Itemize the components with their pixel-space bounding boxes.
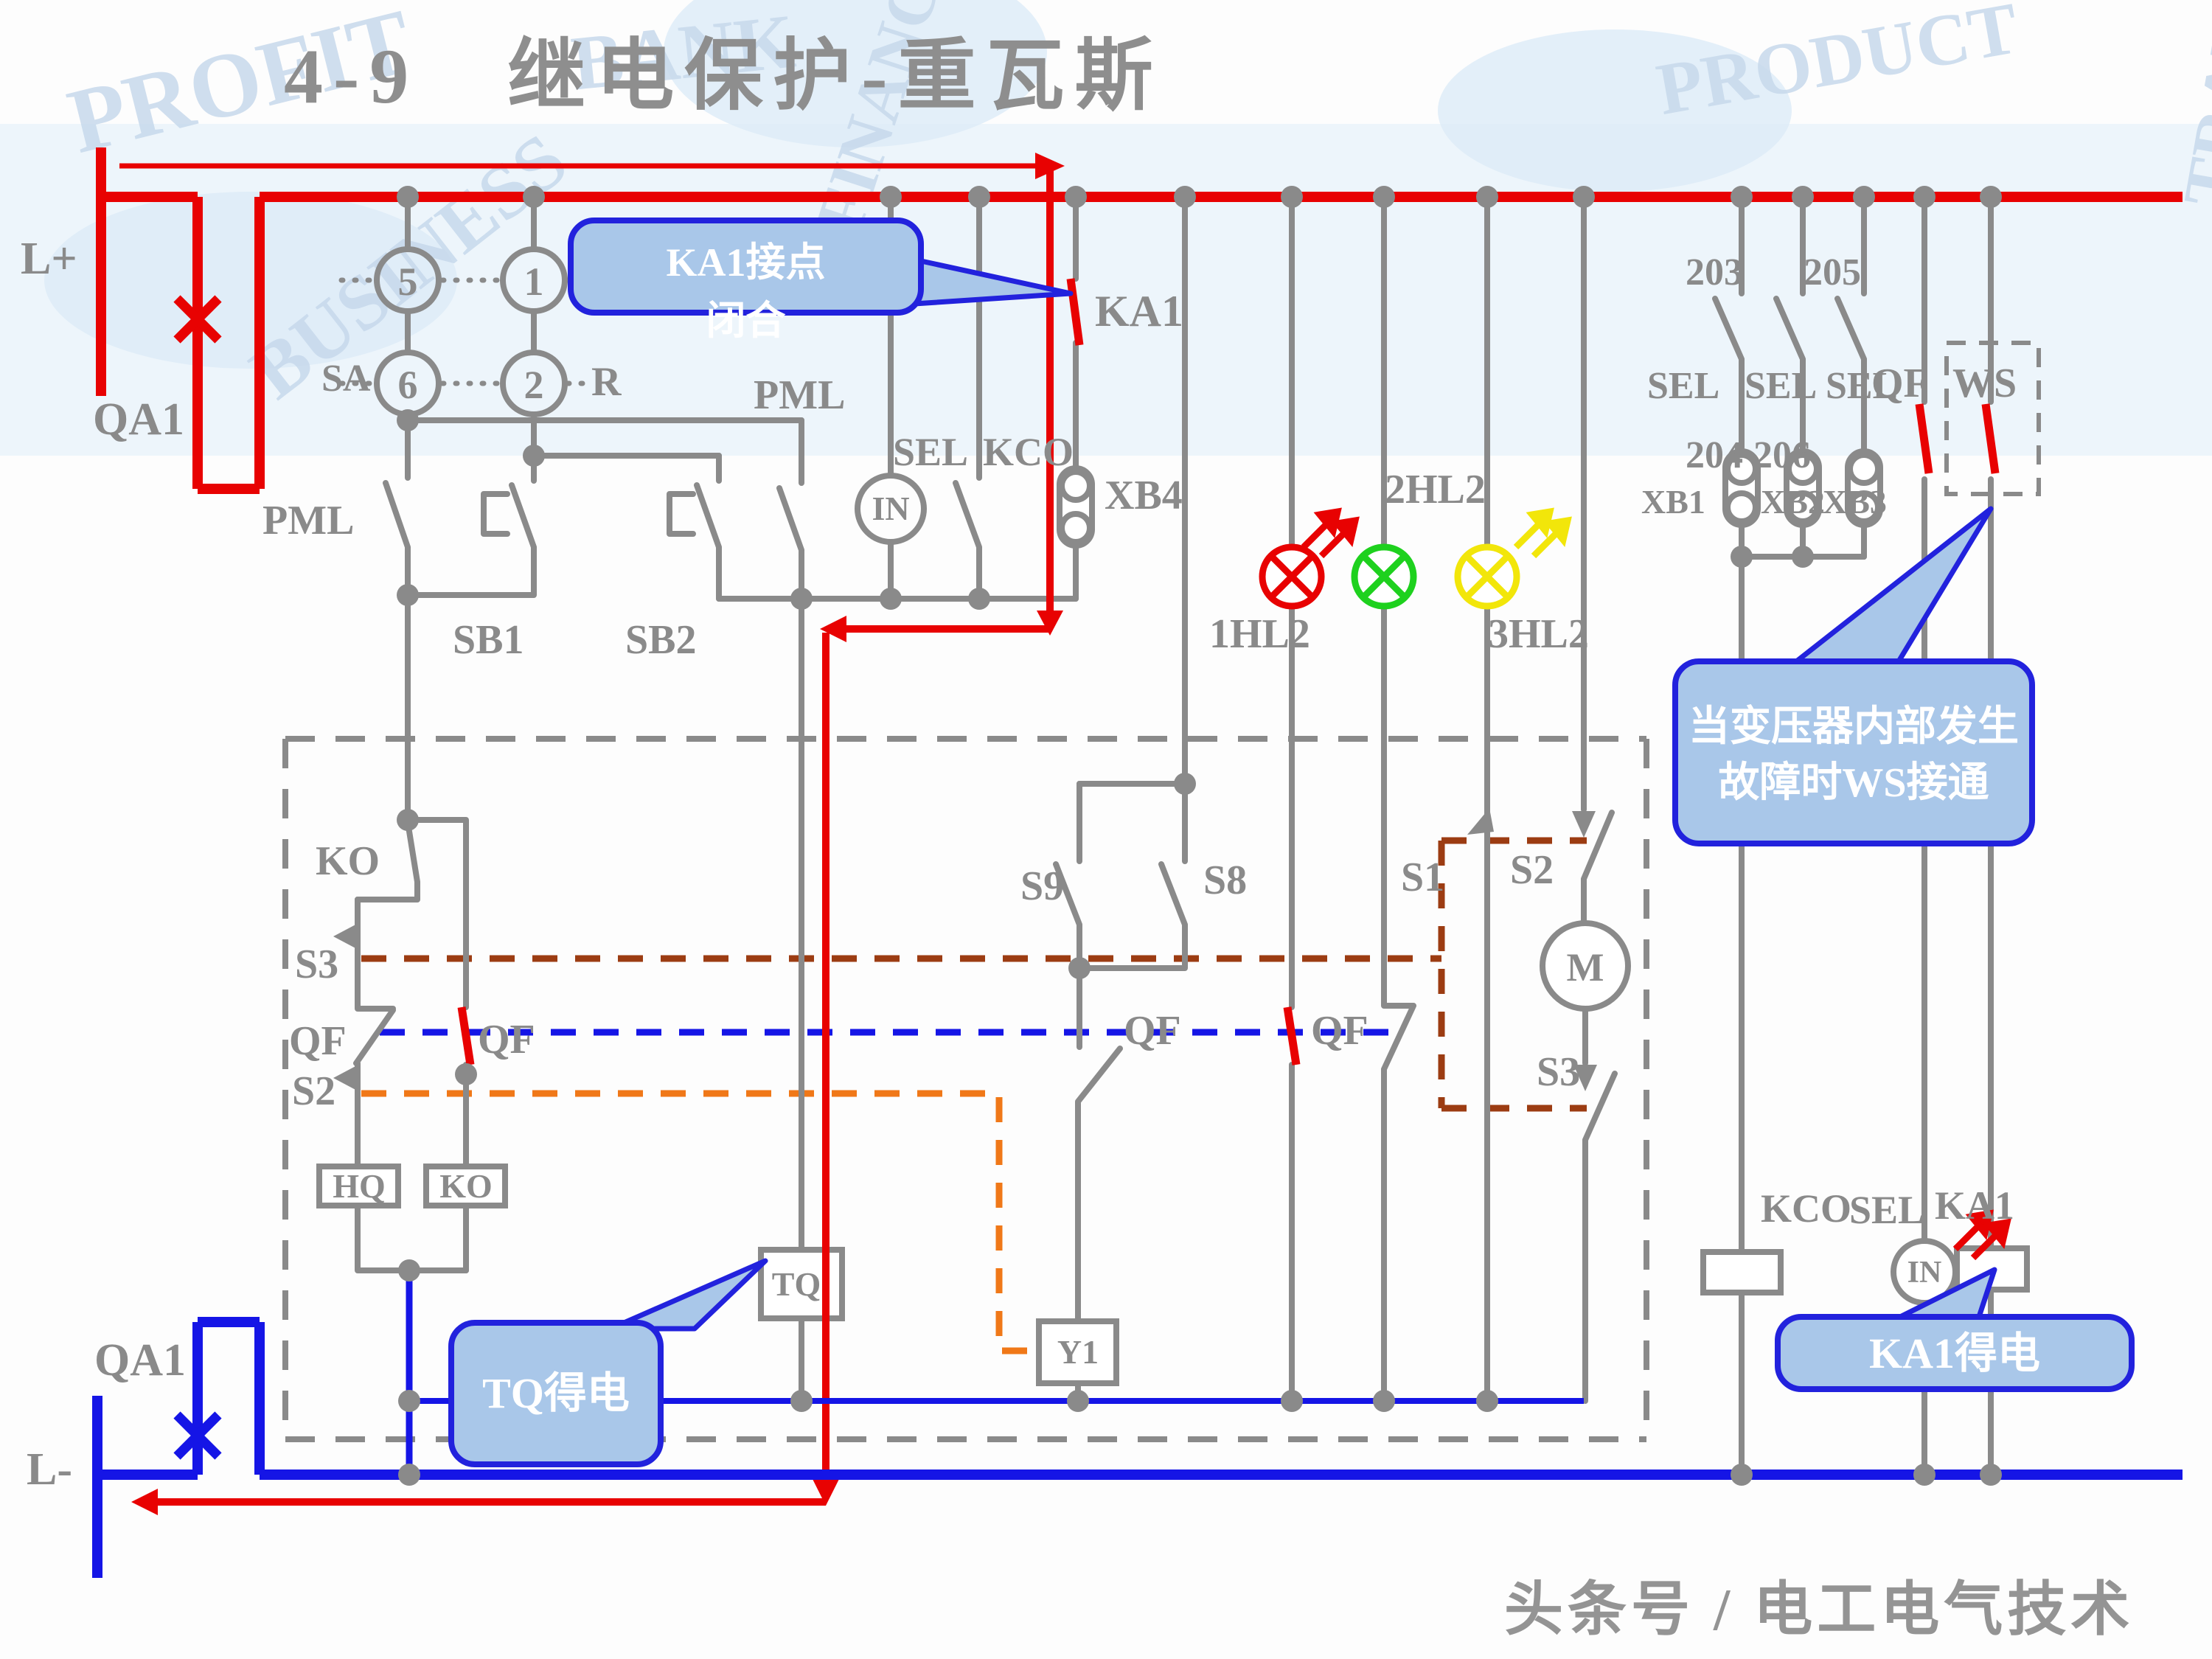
lamp-lit-arrows	[1301, 507, 2011, 1261]
lamp-1HL2-red	[1259, 543, 1325, 610]
linkage-arrows	[333, 808, 1597, 1091]
linkage-brown	[361, 837, 1587, 1112]
indicator-lamps	[1259, 543, 1520, 610]
callout-ws-line2: 故障时WS接通	[1718, 759, 1989, 806]
callout-tq-text: TQ得电	[482, 1369, 630, 1417]
lamp-3HL2-yellow	[1454, 543, 1520, 610]
l-minus-rail	[97, 1317, 2183, 1480]
linkage-orange	[361, 1090, 1037, 1354]
red-highlight-path	[96, 147, 2183, 1506]
callout-ka1-coil-text: KA1得电	[1868, 1329, 2040, 1377]
ws-contact-closed	[1981, 403, 2000, 474]
ka1-coil-lit-arrows	[1952, 1209, 2011, 1261]
callout-ws: 当变压器内部发生 故障时WS接通	[1672, 658, 2035, 846]
qa1-bottom-closed-x	[173, 1411, 222, 1460]
l-plus-rail	[101, 192, 2183, 494]
callout-ka1-contact-line1: KA1接点	[666, 240, 826, 285]
dashed-enclosure	[282, 736, 1649, 1442]
callout-ws-line1: 当变压器内部发生	[1688, 704, 2019, 750]
qf-contact-closed-right	[1915, 403, 1933, 474]
cloud-shape	[664, 0, 1047, 147]
cloud-shape	[44, 192, 457, 369]
lamp-2HL2-green	[1351, 543, 1417, 610]
yellow-lit-arrows	[1513, 507, 1572, 559]
qa1-top-closed-x	[173, 295, 222, 344]
red-arrowheads	[131, 153, 1065, 1515]
callout-ka1-coil: KA1得电	[1775, 1314, 2135, 1392]
watermark-footer: 头条号 / 电工电气技术	[1504, 1578, 2135, 1643]
callout-ka1-contact-line2: 闭合	[706, 299, 786, 343]
callout-ka1-contact: KA1接点 闭合	[568, 218, 924, 343]
callout-tq: TQ得电	[448, 1320, 664, 1467]
qf-contact-closed-mid	[1283, 1006, 1301, 1065]
cloud-shape	[1438, 29, 1792, 192]
qf-contact-closed-left	[457, 1006, 475, 1065]
ka1-contact-closed	[1066, 278, 1084, 346]
junction-dots	[397, 186, 2002, 1486]
red-lit-arrows	[1301, 507, 1360, 559]
page-title: 4-9 继电保护-重瓦斯	[284, 33, 1164, 119]
